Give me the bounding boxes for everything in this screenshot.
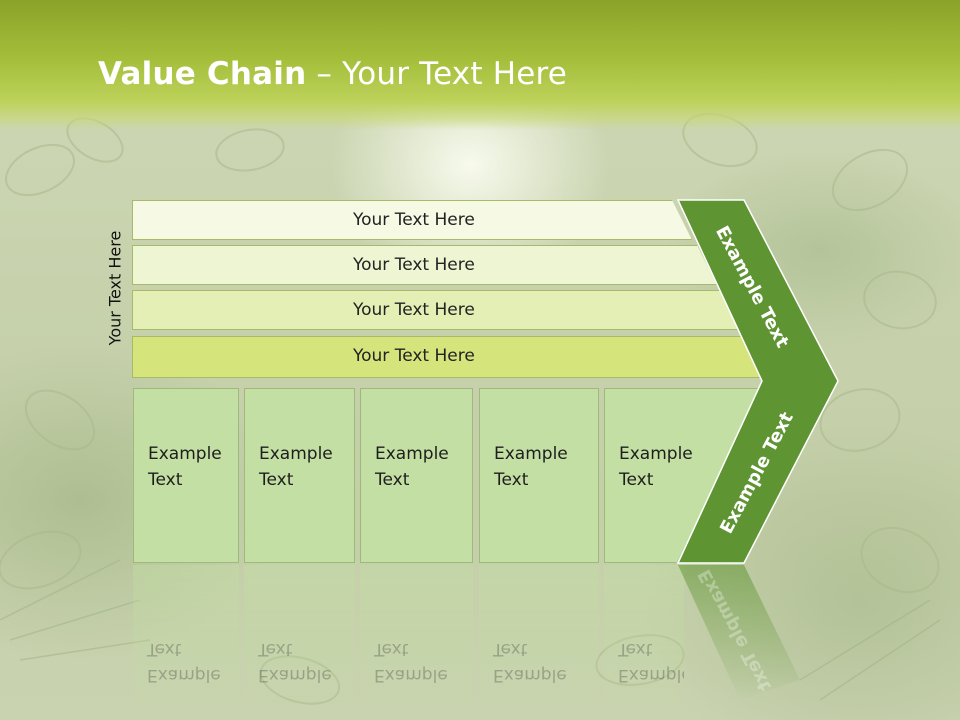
box-label: Example Text bbox=[148, 444, 222, 490]
title-rest: – Your Text Here bbox=[306, 56, 568, 92]
box-label: Example Text bbox=[619, 444, 693, 490]
chevron-shape bbox=[676, 199, 839, 564]
primary-box-3: Example Text bbox=[360, 388, 473, 563]
title-bar bbox=[0, 0, 960, 130]
box-label: Example Text bbox=[375, 444, 449, 490]
primary-box-2: Example Text bbox=[244, 388, 355, 563]
slide-title: Value Chain – Your Text Here bbox=[98, 54, 567, 94]
support-band-1: Your Text Here bbox=[132, 200, 692, 240]
box-label: Example Text bbox=[259, 444, 333, 490]
band-label: Your Text Here bbox=[353, 255, 475, 275]
band-label: Your Text Here bbox=[353, 210, 475, 230]
support-band-4: Your Text Here bbox=[132, 336, 764, 378]
band-label: Your Text Here bbox=[353, 300, 475, 320]
support-band-3: Your Text Here bbox=[132, 290, 740, 330]
chevron-reflection bbox=[678, 565, 800, 700]
box-label: Example Text bbox=[494, 444, 568, 490]
title-bold: Value Chain bbox=[98, 56, 307, 92]
primary-box-1: Example Text bbox=[133, 388, 239, 563]
support-band-2: Your Text Here bbox=[132, 245, 717, 285]
primary-box-4: Example Text bbox=[479, 388, 599, 563]
band-label: Your Text Here bbox=[353, 346, 475, 366]
